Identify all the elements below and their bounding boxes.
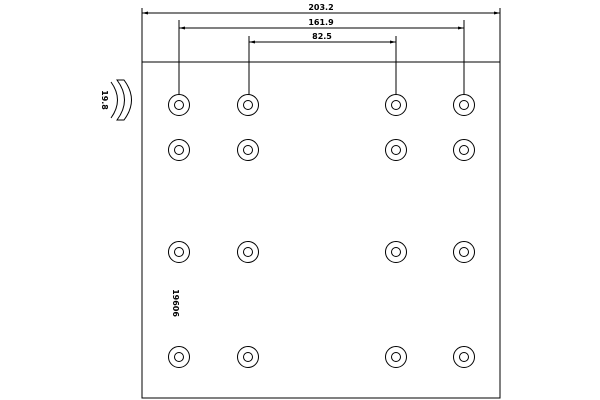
rivet-hole xyxy=(453,241,475,263)
rivet-hole xyxy=(237,346,259,368)
rivet-hole xyxy=(237,94,259,116)
curvature-symbol: 19.8 xyxy=(100,79,132,121)
rivet-hole xyxy=(385,241,407,263)
rivet-hole xyxy=(385,94,407,116)
rivet-hole xyxy=(385,139,407,161)
rivet-hole xyxy=(237,139,259,161)
dimension-overall: 203.2 xyxy=(142,3,500,15)
rivet-hole xyxy=(168,94,190,116)
dimension-inner-holes: 82.5 xyxy=(248,32,397,94)
rivet-hole xyxy=(168,346,190,368)
rivet-hole xyxy=(453,346,475,368)
rivet-hole xyxy=(168,139,190,161)
rivet-hole xyxy=(453,94,475,116)
dimension-label-overall: 203.2 xyxy=(308,3,333,12)
rivet-hole xyxy=(453,139,475,161)
rivet-hole xyxy=(237,241,259,263)
plate-outline xyxy=(141,8,501,399)
dimension-label-outer: 161.9 xyxy=(308,18,334,27)
rivet-hole xyxy=(168,241,190,263)
part-number-label: 19606 xyxy=(171,289,180,317)
dimension-outer-holes: 161.9 xyxy=(178,18,465,94)
rivet-hole xyxy=(385,346,407,368)
rivet-holes xyxy=(168,94,475,368)
radius-label: 19.8 xyxy=(100,90,109,110)
dimension-label-inner: 82.5 xyxy=(312,32,332,41)
